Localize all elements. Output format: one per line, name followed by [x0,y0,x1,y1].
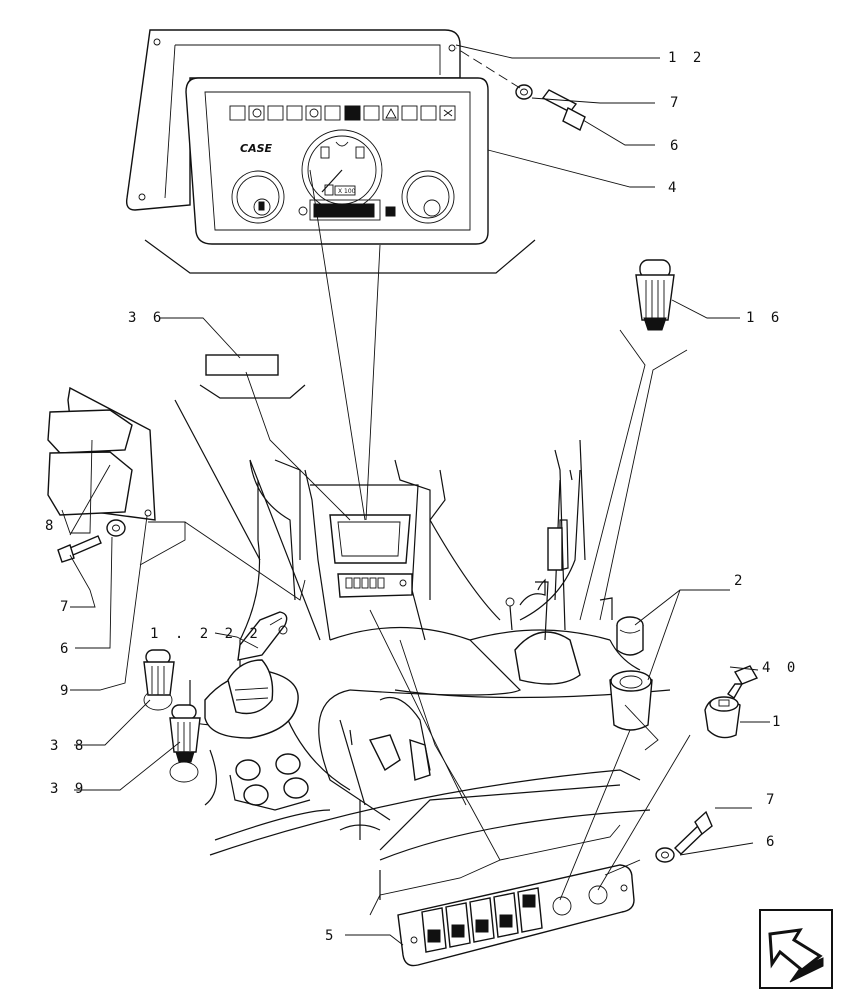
callout-6-left: 6 [60,641,72,657]
cab-interior [144,239,671,900]
pedal-buttons [229,753,311,811]
callout-16: 1 6 [746,310,783,326]
ignition-key-40 [727,665,759,699]
plug-2-lower [609,670,653,731]
callout-7-left: 7 [60,599,72,615]
washer-bottom [655,847,675,863]
callout-36: 3 6 [128,310,165,326]
fuel-gauge [231,170,285,224]
callout-5: 5 [325,928,337,944]
temperature-gauge [401,170,455,224]
switch-38 [143,649,175,711]
callout-40: 4 0 [762,660,799,676]
ignition-switch-1 [704,696,741,739]
switch-panel-5 [397,864,635,967]
callout-38: 3 8 [50,738,87,754]
rocker-switch-16 [635,259,675,331]
bolt-bottom [673,810,713,855]
callout-2: 2 [734,573,746,589]
callout-4: 4 [668,180,680,196]
callout-39: 3 9 [50,781,87,797]
plug-2-upper [616,616,644,656]
joystick-1222 [204,611,299,739]
bolt-top [541,89,586,131]
warning-light-row [229,105,456,121]
digital-display [298,199,396,221]
callout-6-bottom: 6 [766,834,778,850]
callout-labels: 1 2 7 6 4 1 6 3 6 8 7 6 9 1 . 2 2 2 2 4 … [45,50,799,944]
callout-9: 9 [60,683,72,699]
callout-12: 1 2 [668,50,705,66]
callout-1: 1 [772,714,784,730]
callout-7-bottom: 7 [766,792,778,808]
switch-panel-rockers [421,887,543,953]
washer-left [106,519,126,537]
switch-39 [169,704,201,783]
leader-lines [61,44,770,946]
callout-6-top: 6 [670,138,682,154]
bolt-left [57,535,102,563]
control-unit-8 [47,386,156,521]
panel-housing [125,29,461,211]
decal-36 [205,354,279,376]
washer-top [515,84,533,100]
callout-8: 8 [45,518,57,534]
navigation-arrow-icon[interactable] [759,909,833,989]
instrument-cluster: CASE X 100 [185,77,489,245]
callout-1-222: 1 . 2 2 2 [150,626,262,642]
meter-label: X 100 [338,188,356,195]
callout-7-top: 7 [670,95,682,111]
brand-label: CASE [240,142,273,155]
